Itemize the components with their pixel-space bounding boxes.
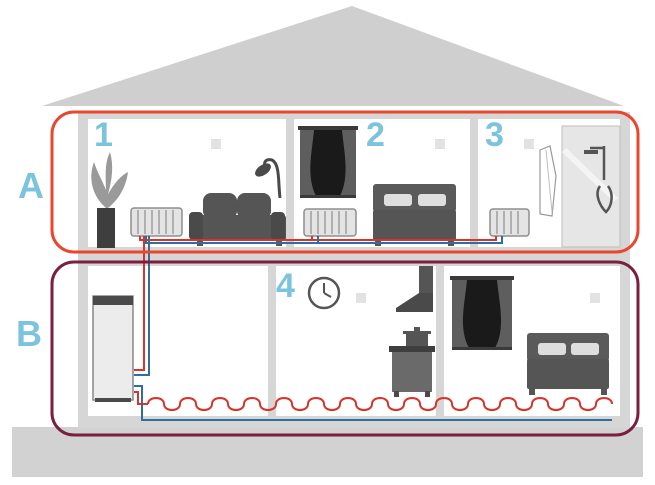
wall-plate	[590, 293, 600, 303]
cooker-hood-icon	[396, 266, 433, 312]
radiator-icon	[303, 208, 357, 237]
wall-plate	[211, 139, 221, 149]
zone-b-outline	[50, 260, 640, 437]
heat-pump-icon	[92, 295, 134, 402]
stove-icon	[389, 346, 435, 397]
bed-icon	[527, 333, 609, 395]
pot-icon	[403, 327, 431, 347]
sofa-icon	[189, 193, 286, 246]
floor-lamp-icon	[255, 158, 282, 199]
room-number-3: 3	[485, 116, 504, 154]
radiator-icon	[489, 208, 530, 237]
wall-plate	[435, 139, 445, 149]
window-icon	[450, 276, 514, 350]
heating-pipes	[134, 236, 612, 421]
room-number-2: 2	[366, 116, 385, 154]
clock-icon	[307, 276, 341, 310]
shower-icon	[561, 125, 621, 248]
wall-plate	[524, 139, 534, 149]
underfloor-heating-icon	[147, 397, 613, 411]
radiator-icon	[130, 207, 183, 237]
window-icon	[298, 126, 358, 198]
wall-plate	[356, 293, 366, 303]
room-number-1: 1	[94, 116, 113, 154]
bed-icon	[373, 184, 456, 246]
room-number-4: 4	[276, 267, 295, 305]
plant-icon	[91, 152, 128, 248]
zone-a-outline	[50, 110, 640, 254]
zone-label-a: A	[18, 165, 44, 206]
roof	[42, 6, 624, 106]
towel-icon	[539, 145, 557, 217]
zone-label-b: B	[16, 313, 42, 354]
